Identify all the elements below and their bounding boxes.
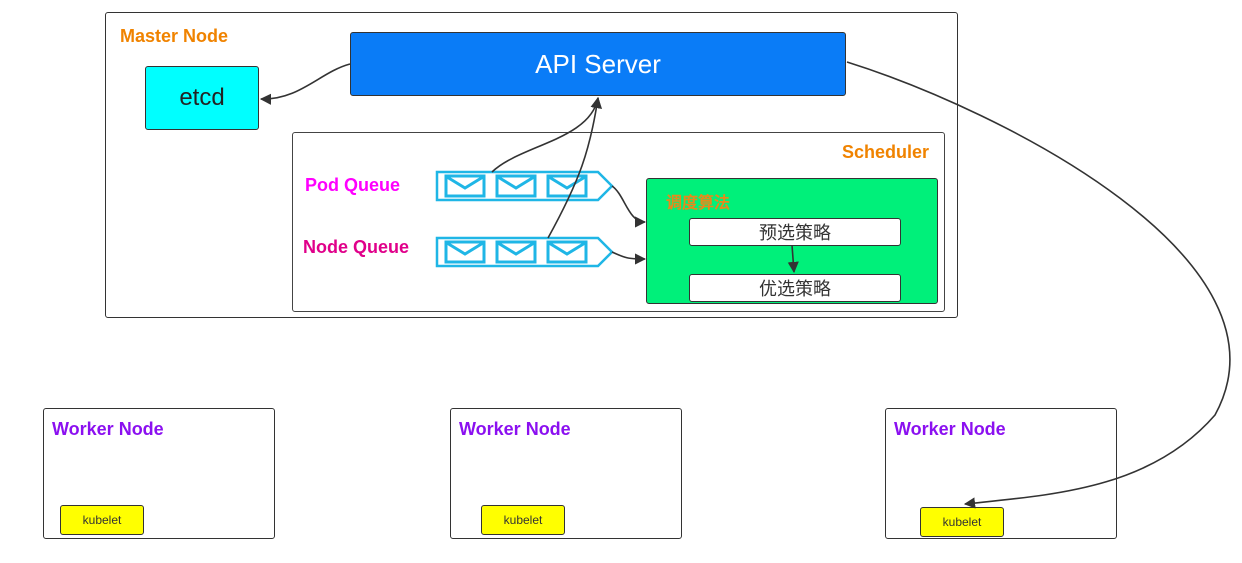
api-server-label: API Server (535, 48, 661, 79)
scheduling-algorithm-box: 调度算法 预选策略 优选策略 (646, 178, 938, 304)
worker-node-title: Worker Node (459, 419, 571, 439)
arrow-pod-queue-to-api (491, 96, 602, 173)
master-node-box (105, 12, 958, 318)
etcd-label: etcd (179, 84, 225, 111)
kubelet-box: kubelet (60, 505, 144, 535)
arrow-node-queue-to-api (547, 96, 603, 239)
arrow-pod-queue-to-algorithm (611, 185, 647, 228)
envelope-icon (444, 240, 486, 264)
envelope-icon (546, 174, 588, 198)
worker-node-box-2: Worker Node kubelet (450, 408, 682, 539)
arrow-node-queue-to-algorithm (611, 251, 647, 265)
worker-node-box-1: Worker Node kubelet (43, 408, 275, 539)
envelope-icon (495, 174, 537, 198)
priorities-box: 优选策略 (689, 274, 901, 302)
scheduler-box (292, 132, 945, 312)
scheduler-title: Scheduler (842, 142, 930, 162)
pod-queue (435, 170, 614, 202)
worker-node-title: Worker Node (52, 419, 164, 439)
scheduling-algorithm-title: 调度算法 (666, 195, 731, 212)
api-server-box: API Server (350, 32, 846, 96)
master-node-title: Master Node (120, 26, 229, 46)
node-queue (435, 236, 614, 268)
worker-node-box-3: Worker Node kubelet (885, 408, 1117, 539)
pod-queue-label: Pod Queue (305, 175, 401, 195)
worker-node-title: Worker Node (894, 419, 1006, 439)
node-queue-label: Node Queue (303, 237, 410, 257)
predicates-box: 预选策略 (689, 218, 901, 246)
priorities-label: 优选策略 (759, 279, 831, 299)
predicates-label: 预选策略 (759, 223, 831, 243)
envelope-icon (546, 240, 588, 264)
arrow-predicates-to-priorities (787, 244, 799, 274)
envelope-icon (444, 174, 486, 198)
kubelet-box: kubelet (481, 505, 565, 535)
kubelet-box: kubelet (920, 507, 1004, 537)
arrow-api-to-etcd (259, 63, 351, 105)
arrow-api-to-kubelet (846, 61, 1231, 509)
envelope-icon (495, 240, 537, 264)
etcd-box: etcd (145, 66, 259, 130)
